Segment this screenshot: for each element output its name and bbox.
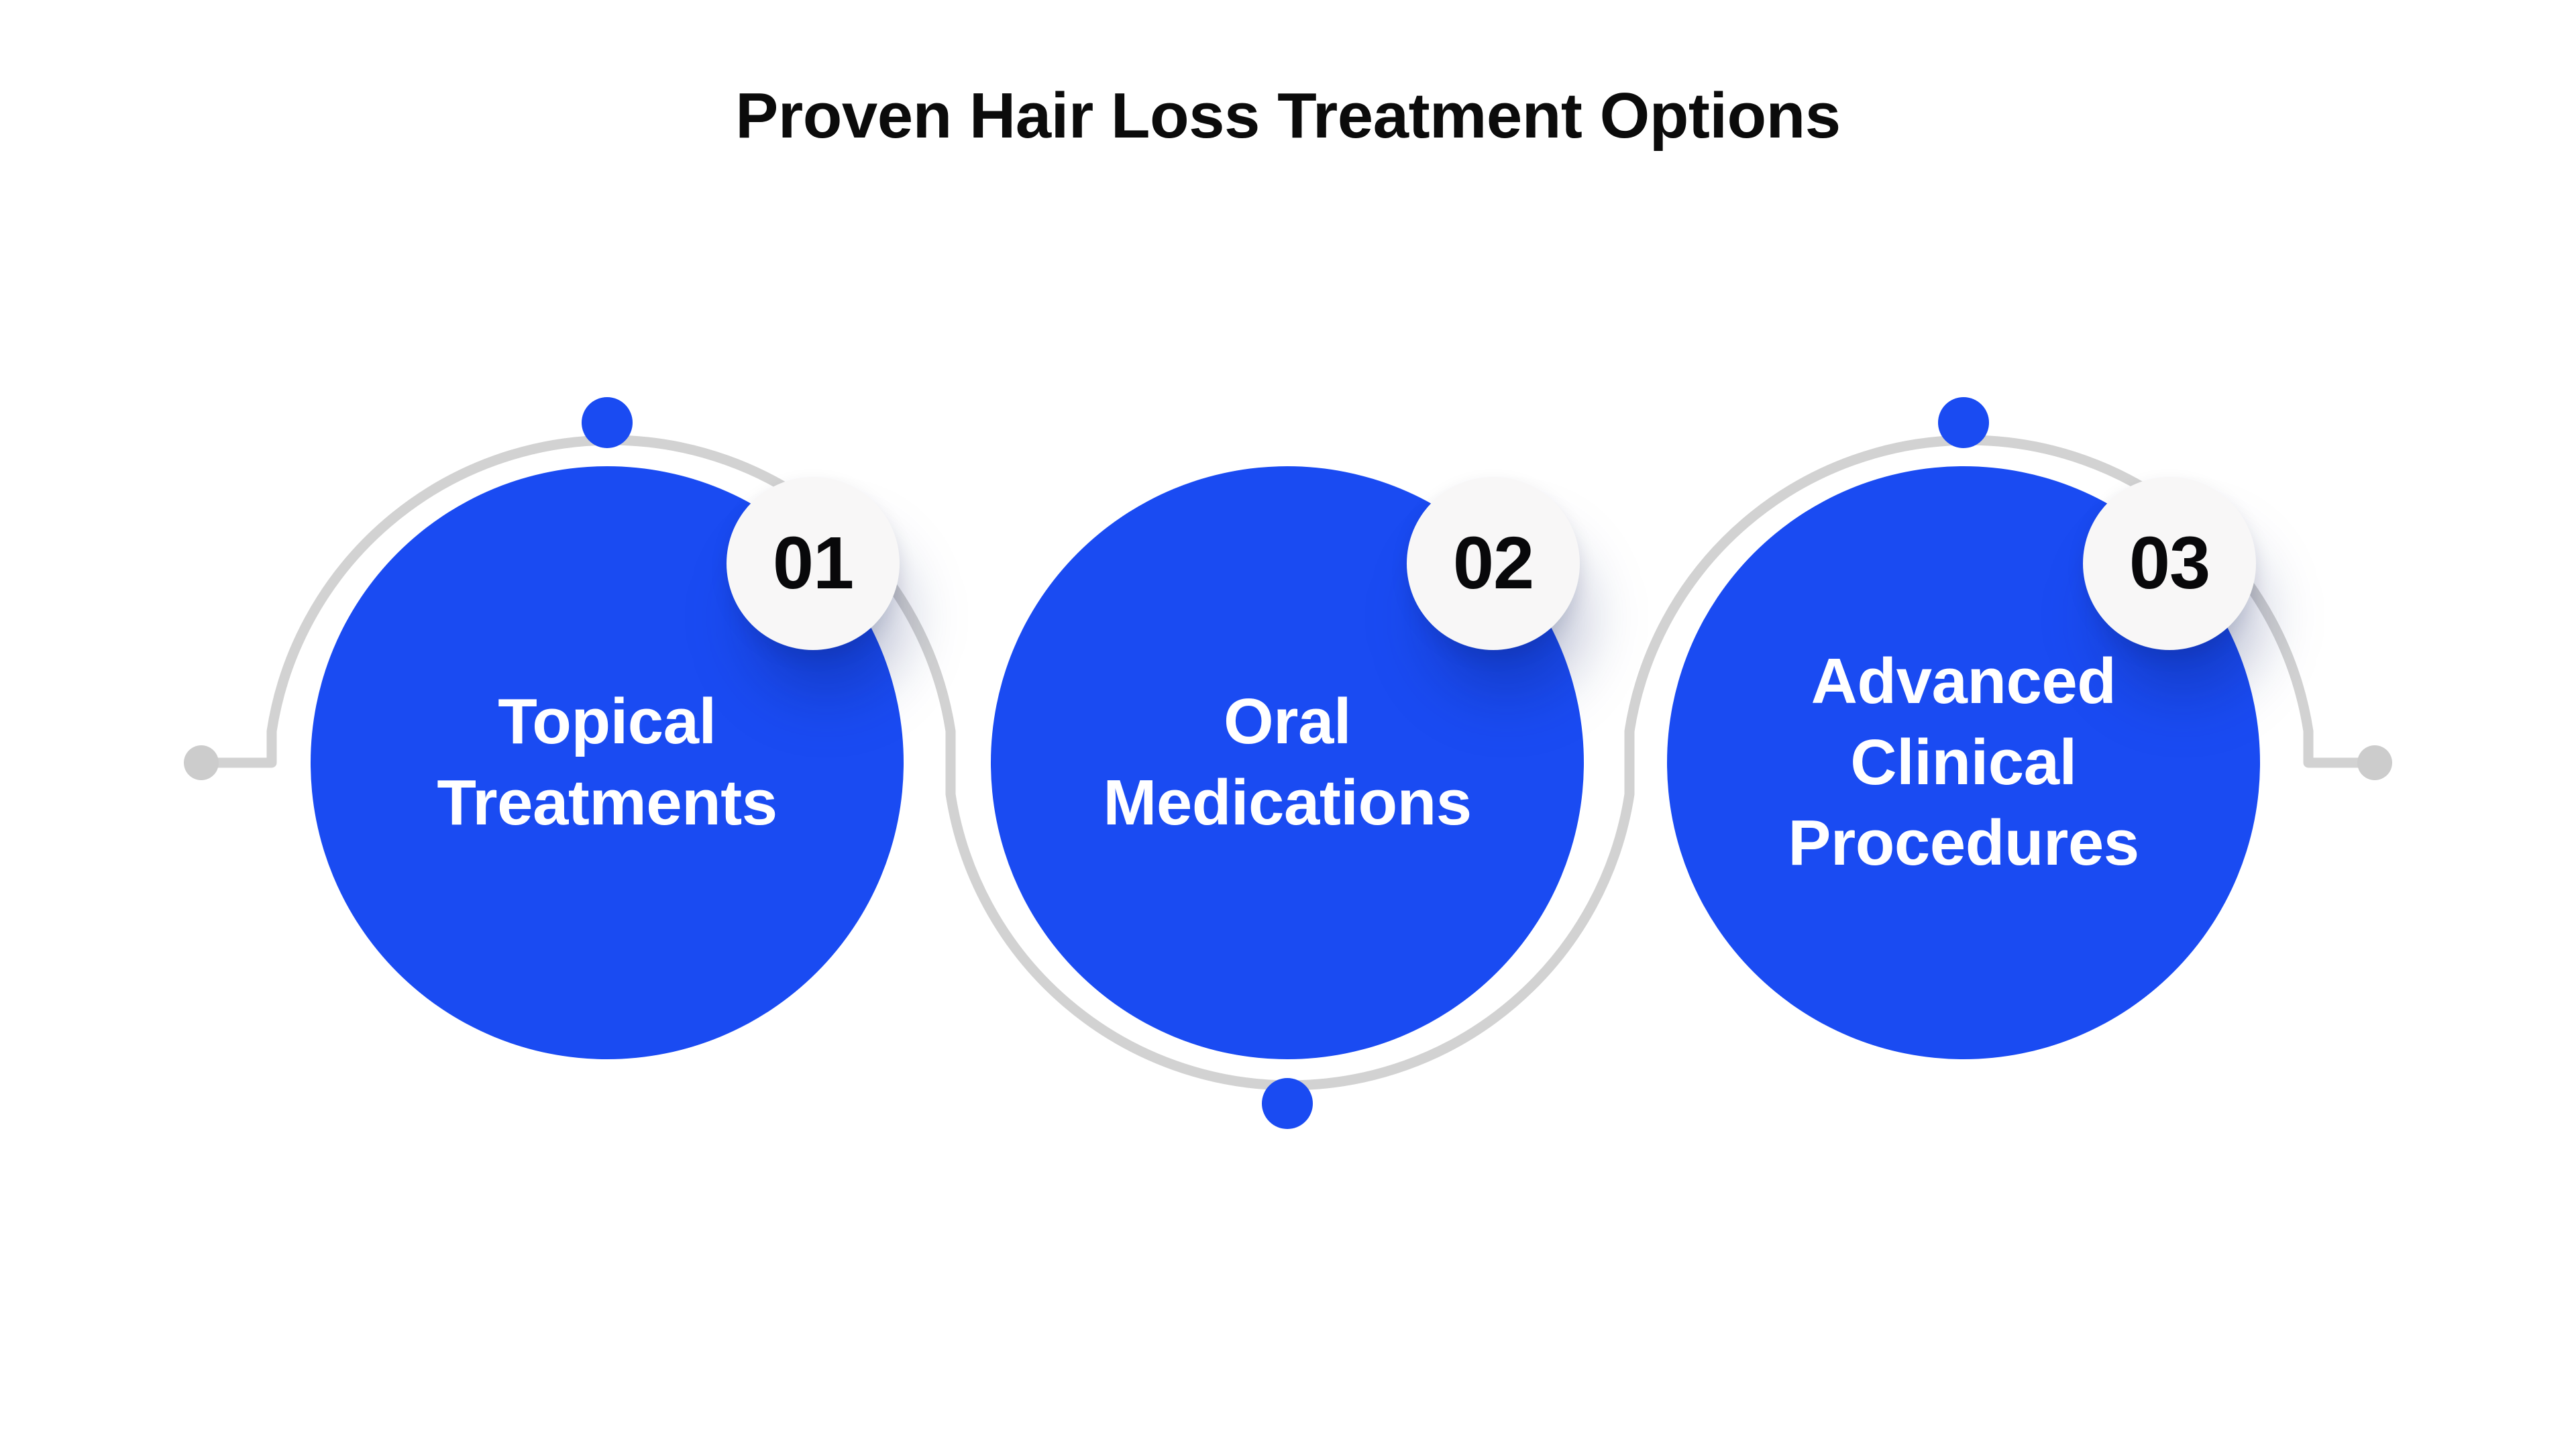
step-marker-dot-3 [1938,397,1989,448]
step-marker-dot-2 [1262,1078,1313,1129]
step-badge-3[interactable]: 03 [2083,477,2256,650]
step-label-2: Oral Medications [1103,686,1472,839]
step-number-2: 02 [1452,522,1534,604]
step-label-1: Topical Treatments [437,686,777,839]
step-marker-dot-1 [582,397,633,448]
step-badge-2[interactable]: 02 [1407,477,1580,650]
step-number-3: 03 [2129,522,2210,604]
step-number-1: 01 [772,522,854,604]
step-label-3: Advanced Clinical Procedures [1788,645,2139,879]
connector-left-endpoint-dot [184,745,219,780]
step-item-2[interactable]: Oral Medications 02 [991,466,1607,1059]
page-title: Proven Hair Loss Treatment Options [735,80,1841,152]
step-item-3[interactable]: Advanced Clinical Procedures 03 [1667,466,2284,1059]
step-item-1[interactable]: Topical Treatments 01 [311,466,927,1059]
step-badge-1[interactable]: 01 [727,477,900,650]
connector-right-endpoint-dot [2357,745,2392,780]
